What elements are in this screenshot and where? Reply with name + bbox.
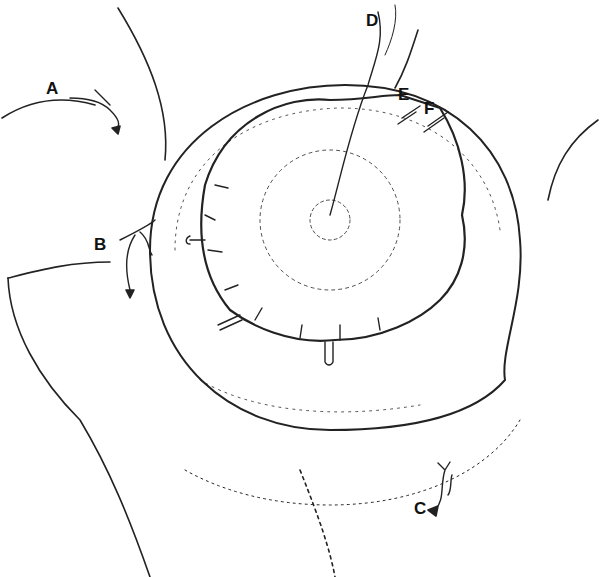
pelvis-outline <box>2 100 95 118</box>
fovea-outline <box>260 150 400 290</box>
capsule-fold <box>205 185 380 340</box>
pelvis-outline <box>8 262 110 278</box>
vessel-b-end <box>126 290 134 298</box>
acetabular-rim <box>150 85 521 430</box>
vessel-stub <box>186 236 205 244</box>
vessel-e <box>398 106 420 124</box>
callout-letter: B <box>94 236 106 253</box>
vessel-a-end <box>112 126 120 134</box>
pelvis-outline <box>8 278 150 577</box>
vessel-a <box>70 90 119 130</box>
pelvis-outline <box>300 470 335 577</box>
pelvis-outline <box>395 30 418 88</box>
fovea <box>310 200 350 240</box>
femoral-head <box>201 95 465 341</box>
vessel-stub <box>325 342 333 365</box>
vessel-stub <box>218 315 242 330</box>
pelvis-outline <box>118 8 166 160</box>
rim-shading <box>200 380 420 412</box>
vessel <box>385 5 396 55</box>
callout-letter: A <box>46 80 58 97</box>
pelvis-outline <box>548 120 598 200</box>
pelvis-outline <box>185 420 520 505</box>
callout-letter: F <box>424 100 434 117</box>
vessel-c <box>435 462 452 510</box>
ligament-vessel <box>330 12 380 215</box>
vessel-b <box>120 220 155 290</box>
vessel-c-end <box>428 506 438 516</box>
callout-letter: C <box>414 500 426 517</box>
callout-letter: D <box>366 12 378 29</box>
callout-letter: E <box>398 86 409 103</box>
